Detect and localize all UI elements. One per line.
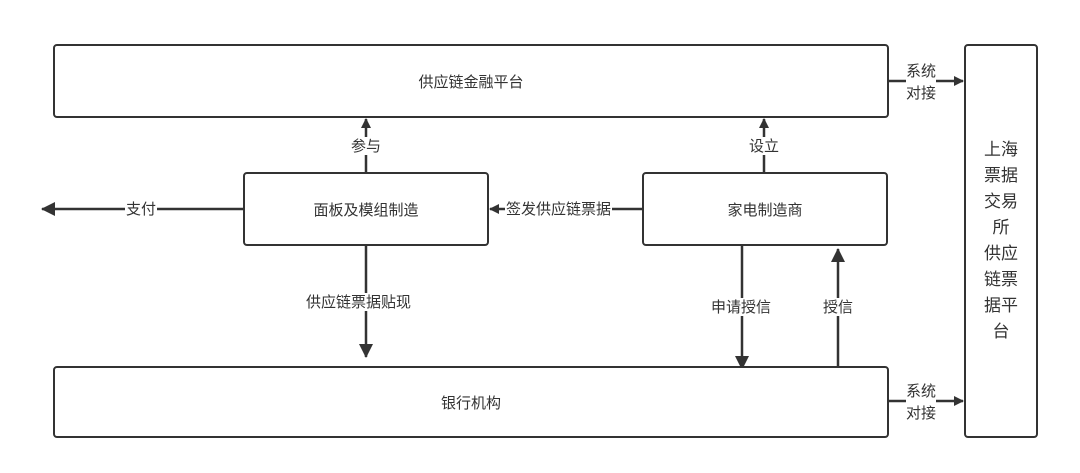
exchange-label: 上海 票据 交易 所 供应 链票 据平 台 bbox=[984, 140, 1018, 342]
edge-label-issue-bill: 签发供应链票据 bbox=[505, 200, 613, 218]
edge-label-discount: 供应链票据贴现 bbox=[305, 293, 413, 311]
panel-manufacturer-box: 面板及模组制造 bbox=[243, 172, 489, 246]
platform-box: 供应链金融平台 bbox=[53, 44, 889, 118]
edge-label-pay: 支付 bbox=[125, 200, 158, 218]
edge-label-sys-connect-bottom: 系统 对接 bbox=[906, 380, 937, 424]
edge-label-apply-credit: 申请授信 bbox=[710, 298, 773, 316]
edge-label-participate: 参与 bbox=[350, 137, 383, 155]
panel-manufacturer-label: 面板及模组制造 bbox=[313, 200, 419, 219]
appliance-manufacturer-box: 家电制造商 bbox=[642, 172, 888, 246]
exchange-box: 上海 票据 交易 所 供应 链票 据平 台 bbox=[964, 44, 1038, 438]
bank-box: 银行机构 bbox=[53, 366, 889, 438]
appliance-manufacturer-label: 家电制造商 bbox=[727, 200, 803, 219]
edge-label-sys-connect-top: 系统 对接 bbox=[906, 60, 937, 104]
edge-label-grant-credit: 授信 bbox=[822, 298, 855, 316]
platform-label: 供应链金融平台 bbox=[418, 72, 524, 91]
bank-label: 银行机构 bbox=[440, 393, 501, 412]
edge-label-establish: 设立 bbox=[748, 137, 781, 155]
